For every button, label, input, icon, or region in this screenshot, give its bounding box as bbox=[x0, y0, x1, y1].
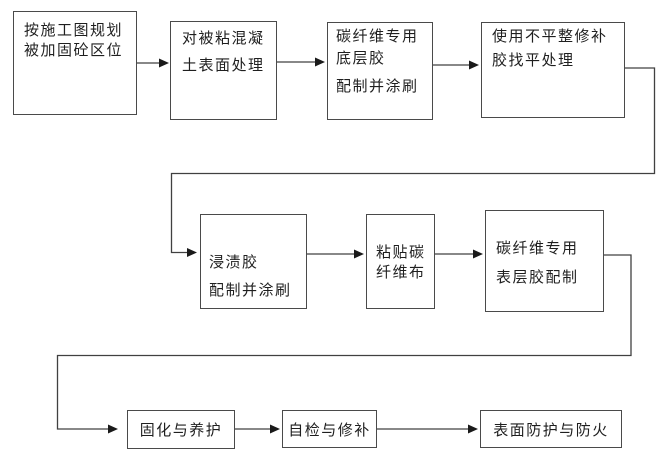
step-text-line: 土表面处理 bbox=[182, 57, 265, 74]
step-paste-carbon-fiber: 粘贴碳 纤维布 bbox=[366, 214, 435, 309]
step-text-line: 配制并涂刷 bbox=[209, 282, 292, 299]
step-text-line: 纤维布 bbox=[376, 264, 426, 281]
step-plan-region: 按施工图规划 被加固砼区位 bbox=[13, 11, 137, 115]
connector-step4-step5 bbox=[170, 67, 656, 257]
step-text-line: 配制并涂刷 bbox=[336, 78, 419, 95]
step-self-check-repair: 自检与修补 bbox=[282, 410, 377, 448]
step-text-line: 固化与养护 bbox=[139, 422, 223, 439]
step-text-line: 对被粘混凝 bbox=[182, 30, 265, 47]
step-text-line: 胶找平处理 bbox=[492, 52, 575, 69]
step-curing: 固化与养护 bbox=[127, 410, 235, 449]
step-text-line: 按施工图规划 bbox=[24, 22, 124, 39]
step-text-line: 使用不平整修补 bbox=[492, 28, 608, 45]
step-surface-protection: 表面防护与防火 bbox=[480, 410, 622, 448]
step-text-line: 表面防护与防火 bbox=[493, 421, 609, 439]
step-leveling-repair: 使用不平整修补 胶找平处理 bbox=[481, 22, 625, 118]
step-text-line: 自检与修补 bbox=[288, 421, 371, 439]
step-text-line: 浸渍胶 bbox=[209, 254, 259, 271]
step-impregnation-adhesive: 浸渍胶 配制并涂刷 bbox=[200, 214, 307, 309]
step-text-line: 粘贴碳 bbox=[376, 244, 426, 261]
connector-step7-step8 bbox=[56, 254, 632, 434]
step-text-line: 底层胶 bbox=[336, 50, 386, 67]
step-text-line: 表层胶配制 bbox=[496, 269, 579, 286]
step-text-line: 碳纤维专用 bbox=[336, 28, 419, 45]
step-primer-adhesive: 碳纤维专用 底层胶 配制并涂刷 bbox=[327, 22, 433, 120]
step-text-line: 被加固砼区位 bbox=[24, 42, 124, 59]
step-surface-prep: 对被粘混凝 土表面处理 bbox=[170, 21, 277, 120]
step-top-coat-adhesive: 碳纤维专用 表层胶配制 bbox=[485, 210, 604, 312]
step-text-line: 碳纤维专用 bbox=[496, 240, 579, 257]
